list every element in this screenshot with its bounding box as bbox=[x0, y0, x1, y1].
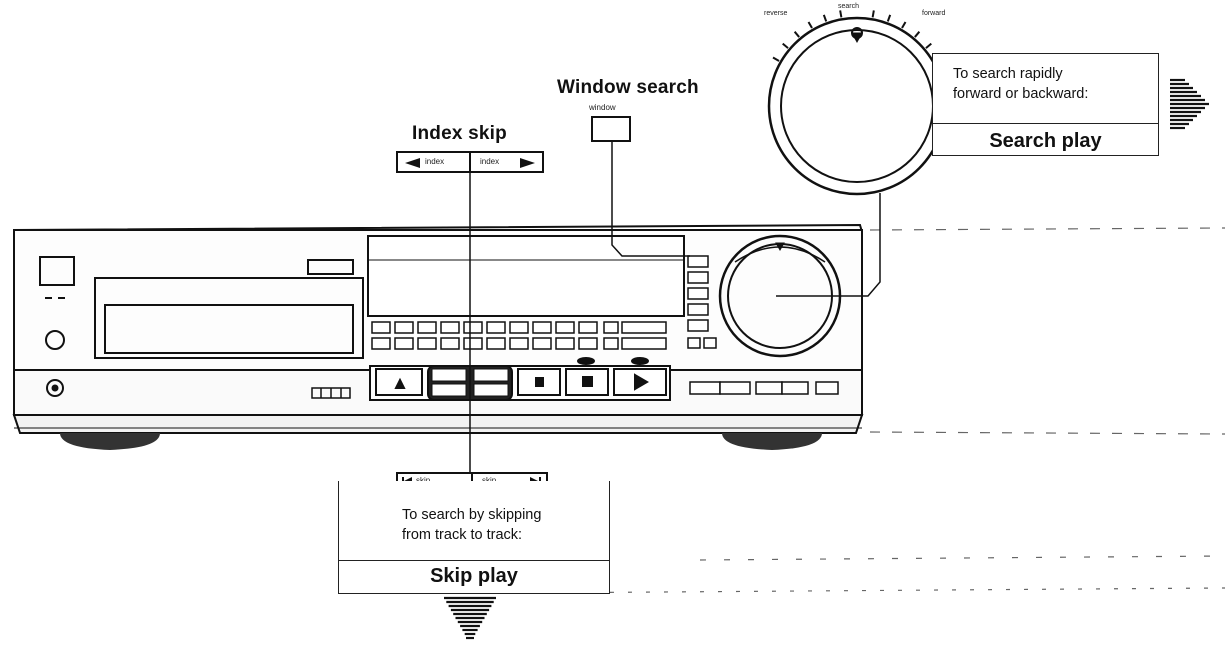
number-key bbox=[440, 337, 460, 350]
display-window bbox=[367, 235, 685, 317]
window-side-buttons bbox=[687, 255, 717, 349]
right-buttons bbox=[689, 381, 839, 395]
number-key bbox=[486, 337, 506, 350]
index-skip-strip bbox=[396, 151, 544, 173]
number-key bbox=[509, 321, 529, 334]
number-key bbox=[532, 321, 552, 334]
left-foot bbox=[60, 433, 160, 450]
window-leader-line bbox=[611, 140, 690, 257]
skip-callout-line-2: from track to track: bbox=[402, 527, 523, 543]
search-callout-line-1: To search rapidly bbox=[953, 66, 1063, 82]
right-foot bbox=[722, 433, 822, 450]
skip-play-callout: To search by skipping from track to trac… bbox=[338, 481, 610, 594]
down-arrow-icon bbox=[444, 596, 496, 640]
number-key bbox=[417, 321, 437, 334]
window-button bbox=[591, 116, 631, 142]
number-key bbox=[509, 337, 529, 350]
index-skip-heading: Index skip bbox=[412, 123, 507, 144]
window-search-heading: Window search bbox=[557, 77, 699, 98]
search-play-callout: To search rapidly forward or backward: S… bbox=[932, 53, 1159, 156]
number-key bbox=[463, 321, 483, 334]
number-key bbox=[578, 337, 598, 350]
transport-panel bbox=[369, 357, 671, 401]
skip-right-button-label: skip bbox=[482, 477, 496, 485]
number-keys bbox=[371, 321, 667, 350]
background-dashes bbox=[519, 227, 1226, 594]
index-right-button-label: index bbox=[480, 157, 500, 166]
number-key bbox=[578, 321, 598, 334]
search-callout-line-2: forward or backward: bbox=[953, 86, 1089, 102]
volume-knob bbox=[46, 379, 64, 397]
number-key bbox=[417, 337, 437, 350]
power-button bbox=[39, 256, 75, 286]
number-key bbox=[555, 321, 575, 334]
number-key bbox=[371, 337, 391, 350]
index-left-button-label: index bbox=[425, 157, 445, 166]
fast-forward-arrow-icon bbox=[1170, 78, 1209, 130]
number-key bbox=[440, 321, 460, 334]
enlarged-search-dial bbox=[767, 10, 947, 196]
search-play-title: Search play bbox=[989, 130, 1102, 152]
skip-play-title: Skip play bbox=[430, 565, 518, 587]
window-button-label: window bbox=[589, 103, 616, 112]
headphone-jack bbox=[45, 330, 65, 350]
dial-label-search: search bbox=[838, 3, 860, 10]
skip-left-button-label: skip bbox=[416, 477, 430, 485]
dial-leader-line bbox=[776, 193, 881, 297]
number-key bbox=[555, 337, 575, 350]
number-key bbox=[463, 337, 483, 350]
number-key bbox=[371, 321, 391, 334]
number-key bbox=[394, 337, 414, 350]
number-key bbox=[486, 321, 506, 334]
dial-label-reverse: reverse bbox=[764, 10, 788, 17]
number-key bbox=[532, 337, 552, 350]
skip-callout-line-1: To search by skipping bbox=[402, 507, 542, 523]
number-key bbox=[394, 321, 414, 334]
dial-label-forward: forward bbox=[922, 10, 946, 17]
disc-tray bbox=[94, 259, 364, 359]
